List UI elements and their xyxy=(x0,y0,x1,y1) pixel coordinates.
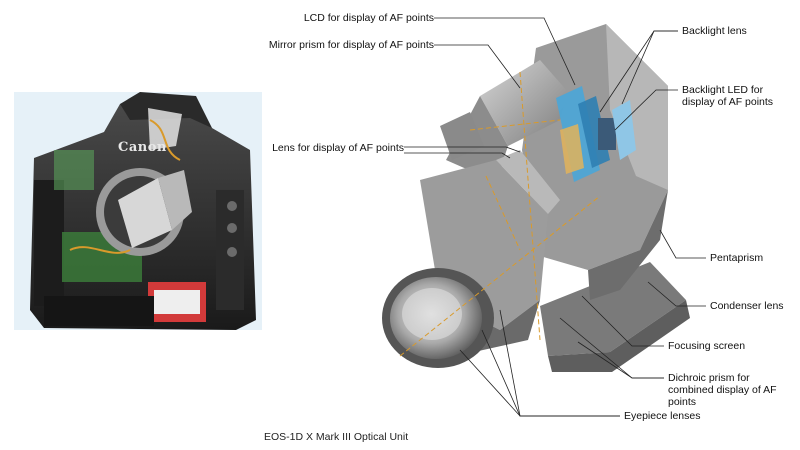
label-mirror-prism-af: Mirror prism for display of AF points xyxy=(268,39,434,51)
label-lcd-af-points: LCD for display of AF points xyxy=(303,12,434,24)
figure-caption: EOS-1D X Mark III Optical Unit xyxy=(264,431,409,443)
label-lens-af-points: Lens for display of AF points xyxy=(272,142,404,154)
optical-unit-illustration xyxy=(382,24,690,372)
label-dichroic-prism: Dichroic prism for combined display of A… xyxy=(668,372,777,408)
label-pentaprism: Pentaprism xyxy=(710,252,764,264)
label-focusing-screen: Focusing screen xyxy=(668,340,746,352)
label-backlight-led: Backlight LED for display of AF points xyxy=(682,84,774,108)
camera-cutaway-photo xyxy=(14,92,262,330)
leader-lines xyxy=(404,17,706,417)
label-eyepiece-lenses: Eyepiece lenses xyxy=(624,410,701,422)
label-backlight-lens: Backlight lens xyxy=(682,25,747,37)
label-condenser-lens: Condenser lens xyxy=(710,300,784,312)
camera-brand-logo: Canon xyxy=(118,140,167,155)
